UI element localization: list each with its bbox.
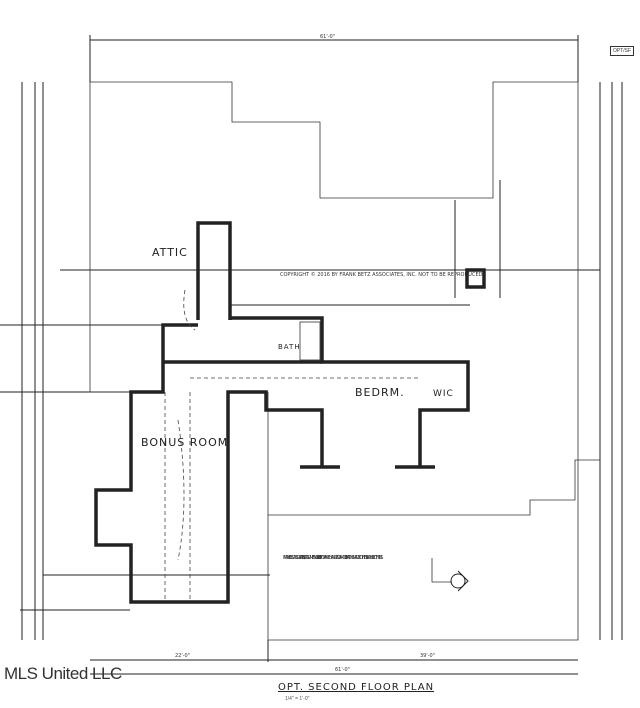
room-label-bonus-room: BONUS ROOM [141,436,228,449]
north-arrow-icon [431,558,469,592]
room-label-bath: BATH [278,343,301,351]
room-label-wic: WIC [433,389,454,399]
ceiling-lines [164,289,420,600]
roof-outline-lower [268,459,600,516]
walls [94,221,486,604]
dim-overall-bottom: 61'-0" [335,667,350,673]
room-label-attic: ATTIC [152,246,188,259]
watermark: MLS United LLC [4,664,122,683]
dim-overall-top: 61'-0" [320,34,335,40]
dim-bottom-left: 22'-0" [175,653,190,659]
sheet-tag: OPT/SF [610,46,635,56]
dimension-lines [0,35,623,675]
plan-title: OPT. SECOND FLOOR PLAN [278,682,435,693]
dim-bottom-right: 39'-0" [420,653,435,659]
copyright-note: COPYRIGHT © 2016 BY FRANK BETZ ASSOCIATE… [280,271,483,278]
bathtub [299,321,321,361]
liability-note: FRANK BETZ ASSOCIATES, INC. ASSUMES NO L… [283,555,383,561]
plan-scale: 1/4" = 1'-0" [285,696,310,702]
chimney [465,268,486,289]
room-label-bedroom: BEDRM. [355,386,405,399]
